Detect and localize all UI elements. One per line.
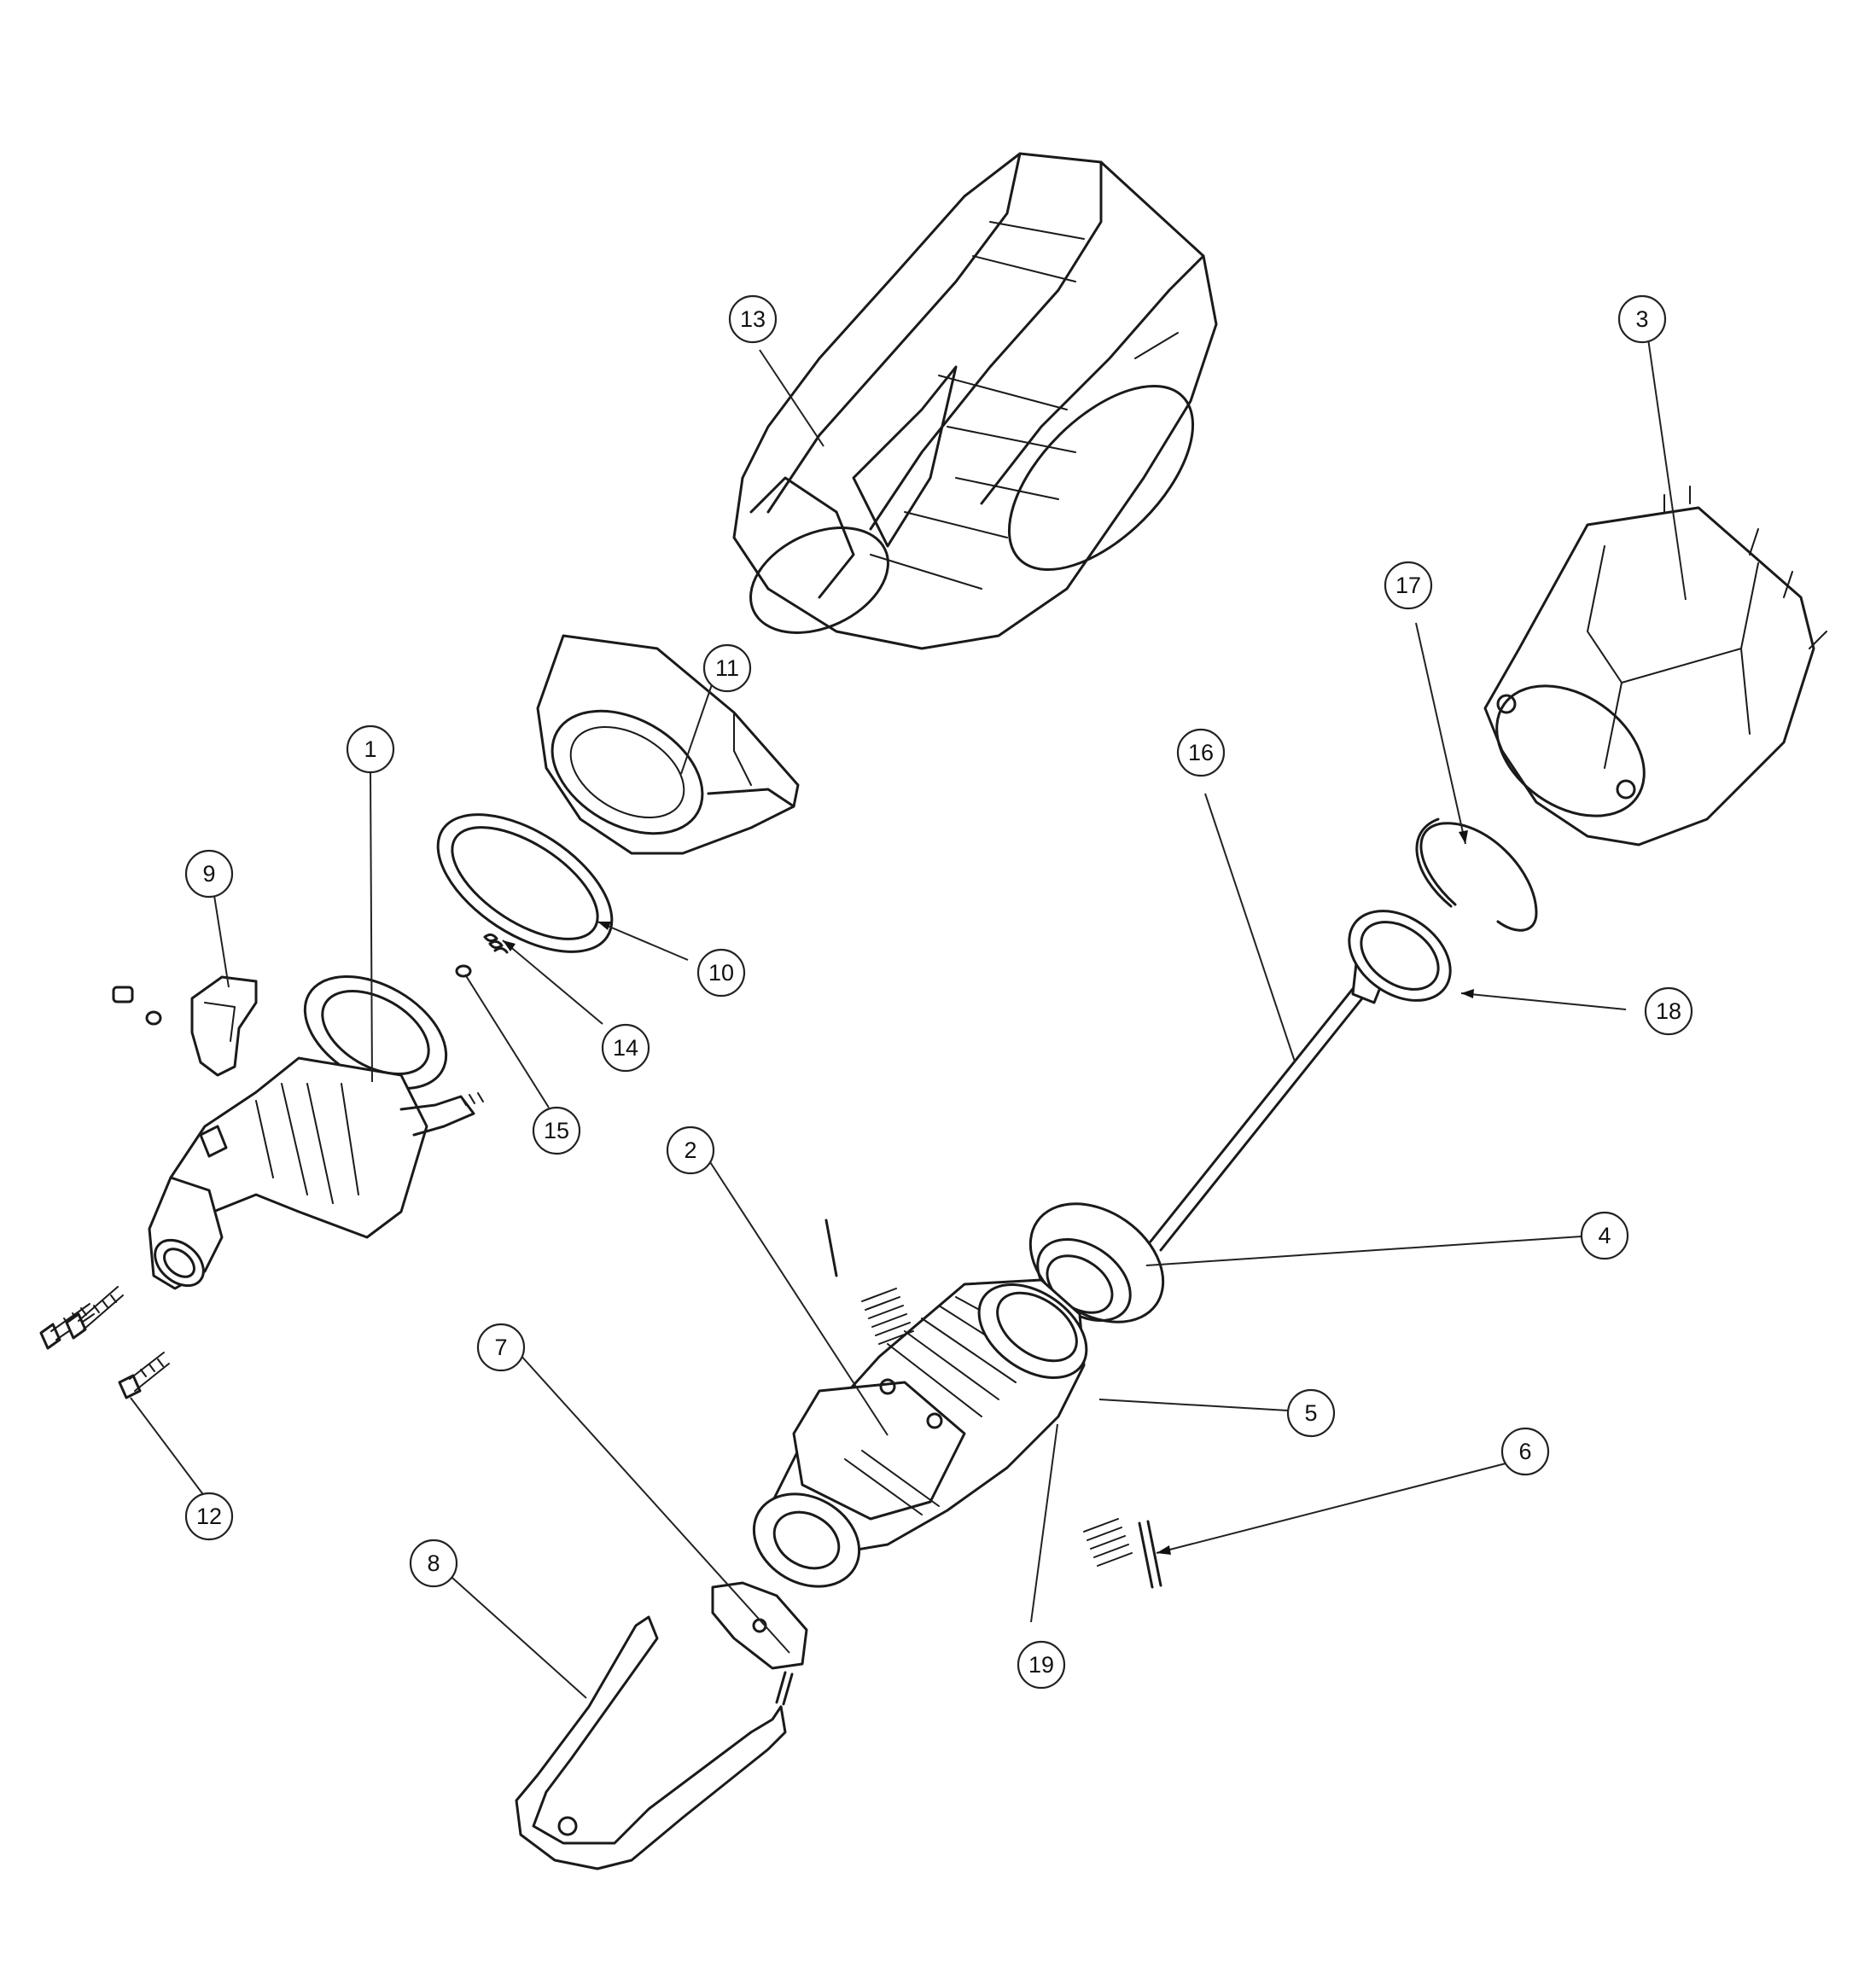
- callout-19: 19: [1017, 1640, 1066, 1690]
- callout-4: 4: [1580, 1211, 1629, 1260]
- callout-label: 8: [427, 1550, 440, 1576]
- callout-label: 14: [613, 1035, 638, 1061]
- callout-18: 18: [1644, 986, 1693, 1036]
- part-19-spring: [1083, 1518, 1133, 1567]
- callout-2: 2: [666, 1126, 715, 1175]
- part-3-cylinder-housing: [1483, 486, 1827, 846]
- part-11-cover: [536, 634, 800, 855]
- callout-7: 7: [476, 1323, 526, 1372]
- part-1-valve-assembly: [148, 974, 484, 1290]
- callout-label: 6: [1518, 1439, 1531, 1464]
- callout-label: 15: [544, 1118, 569, 1143]
- callout-1: 1: [346, 724, 395, 774]
- callout-label: 2: [684, 1137, 696, 1163]
- callout-8: 8: [409, 1539, 458, 1588]
- callout-label: 16: [1188, 740, 1214, 765]
- callout-label: 4: [1598, 1223, 1611, 1248]
- part-2-motor-body: [752, 1278, 1088, 1588]
- callout-label: 13: [740, 306, 766, 332]
- callout-label: 3: [1635, 306, 1648, 332]
- callout-3: 3: [1617, 294, 1667, 344]
- part-9-bracket: [112, 975, 258, 1077]
- part-15-oring: [455, 964, 472, 978]
- callout-5: 5: [1286, 1388, 1336, 1438]
- part-8-handle: [515, 1615, 787, 1870]
- part-4-piston-cap: [1028, 1202, 1165, 1323]
- callout-label: 10: [708, 960, 734, 986]
- callout-6: 6: [1500, 1427, 1550, 1476]
- callout-16: 16: [1176, 728, 1226, 777]
- callout-12: 12: [184, 1492, 234, 1541]
- callout-13: 13: [728, 294, 778, 344]
- callout-label: 1: [364, 736, 376, 762]
- part-18-disc: [1348, 910, 1452, 1002]
- callout-label: 19: [1028, 1652, 1054, 1678]
- callout-17: 17: [1384, 561, 1433, 610]
- callout-11: 11: [702, 643, 752, 693]
- callout-label: 18: [1656, 998, 1681, 1024]
- callout-label: 5: [1304, 1400, 1317, 1426]
- part-13-housing: [732, 152, 1218, 650]
- part-10-gasket: [436, 813, 614, 953]
- part-14-spring: [483, 933, 509, 954]
- part-7-plate: [711, 1581, 808, 1706]
- callout-label: 12: [196, 1504, 222, 1529]
- part-6-pin: [1138, 1520, 1162, 1589]
- callout-label: 17: [1395, 573, 1421, 598]
- callout-14: 14: [601, 1023, 650, 1073]
- callout-label: 9: [202, 861, 215, 887]
- part-12-screws: [39, 1286, 170, 1399]
- callout-10: 10: [696, 948, 746, 998]
- part-17-circlip: [1415, 817, 1538, 932]
- callout-15: 15: [532, 1106, 581, 1155]
- spring-left: [824, 1219, 914, 1345]
- part-16-shaft: [1149, 954, 1384, 1252]
- leader-lines: [130, 332, 1687, 1699]
- callout-label: 7: [494, 1335, 507, 1360]
- callout-9: 9: [184, 849, 234, 899]
- callout-label: 11: [715, 655, 739, 681]
